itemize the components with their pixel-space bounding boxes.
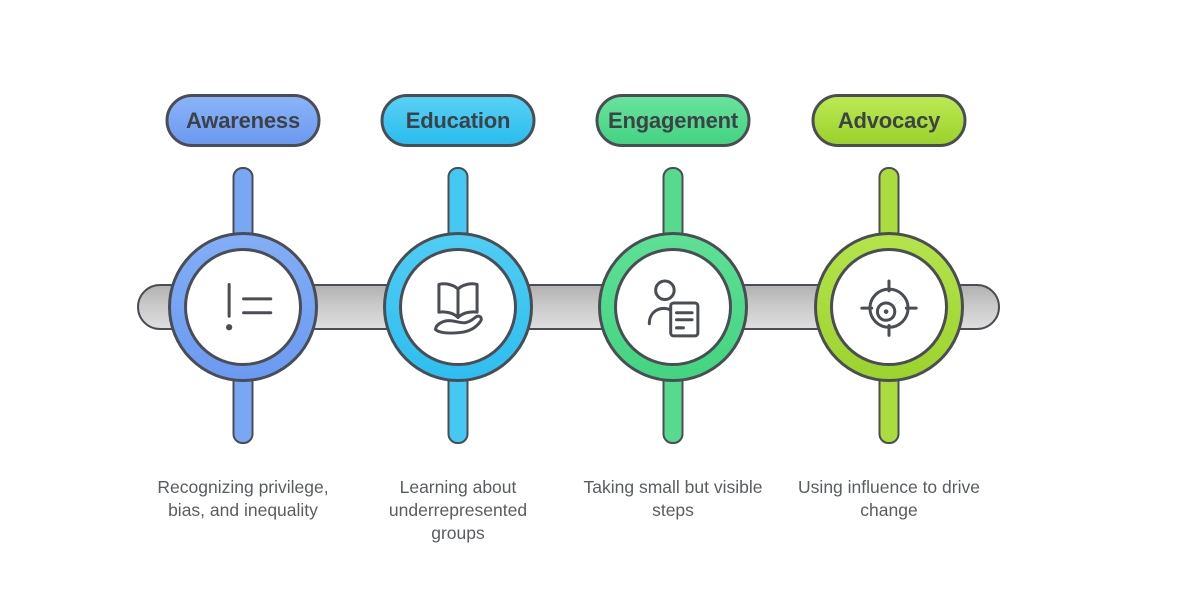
step-label-pill: Engagement [595, 94, 751, 147]
inequality-icon [226, 282, 273, 331]
book-hand-icon [433, 282, 483, 335]
step-engagement: Engagement Taking small but visible step… [563, 0, 783, 600]
step-circle [168, 232, 318, 382]
step-circle-inner [399, 248, 517, 366]
step-description: Taking small but visible steps [583, 477, 763, 520]
step-label: Awareness [186, 107, 300, 133]
step-education: Education Learning about underrepresente… [348, 0, 568, 600]
step-label-pill: Education [380, 94, 536, 147]
step-circle [814, 232, 964, 382]
step-label: Education [405, 107, 511, 133]
step-label-pill: Awareness [165, 94, 321, 147]
step-awareness: Awareness Recognizing privilege, bias, a… [133, 0, 353, 600]
step-circle [598, 232, 748, 382]
step-circle-inner [830, 248, 948, 366]
step-advocacy: Advocacy Using influence to drive change [779, 0, 999, 600]
person-document-icon [647, 279, 700, 338]
step-label-pill: Advocacy [811, 94, 967, 147]
step-circle-inner [614, 248, 732, 366]
step-circle [383, 232, 533, 382]
step-description: Recognizing privilege, bias, and inequal… [157, 477, 329, 520]
step-label: Engagement [607, 107, 739, 133]
step-description: Using influence to drive change [798, 477, 980, 520]
target-gauge-icon [860, 279, 918, 337]
step-label: Advocacy [837, 107, 941, 133]
step-circle-inner [184, 248, 302, 366]
step-description: Learning about underrepresented groups [388, 477, 528, 543]
